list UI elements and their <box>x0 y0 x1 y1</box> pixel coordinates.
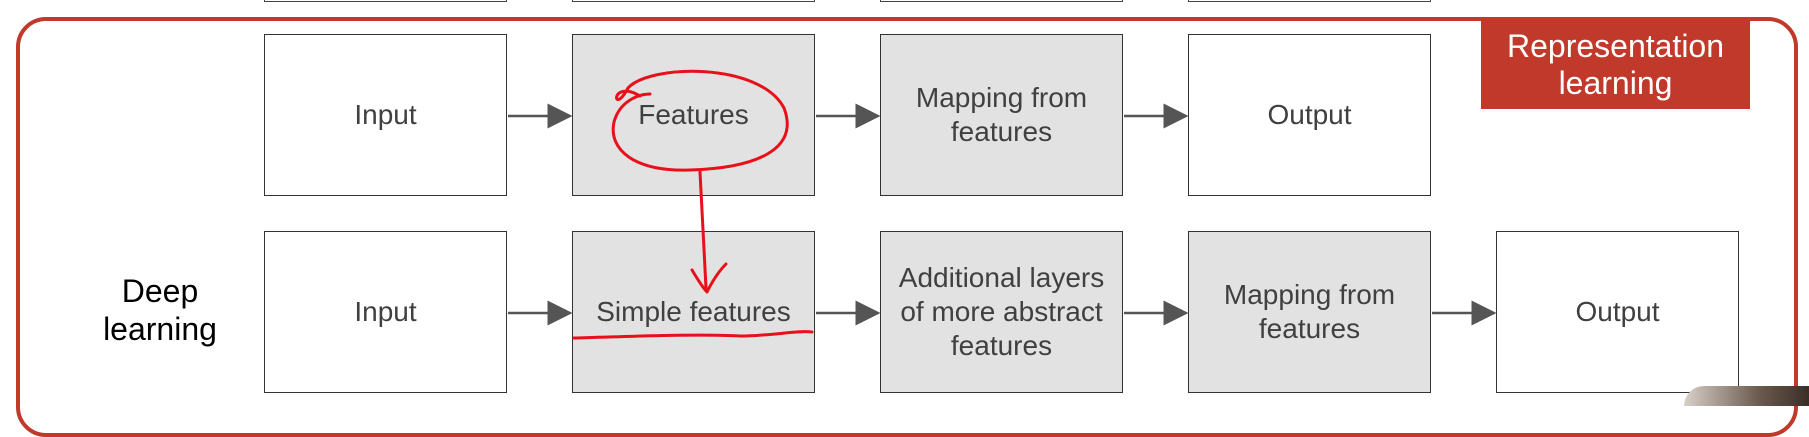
diagram-overlay <box>508 69 1497 340</box>
row1-mapping-label: Mapping from features <box>915 82 1088 147</box>
representation-learning-badge: Representation learning <box>1481 20 1750 109</box>
previous-row-box-3 <box>880 0 1123 2</box>
row1-input-label: Input <box>354 99 417 130</box>
row2-output-box: Output <box>1496 231 1739 393</box>
row2-additional-layers-label: Additional layers of more abstract featu… <box>898 262 1105 361</box>
annotation-arrow-down <box>690 170 728 294</box>
row2-simple-features-label: Simple features <box>596 296 791 327</box>
previous-row-box-2 <box>572 0 815 2</box>
badge-text: Representation learning <box>1506 27 1725 101</box>
row2-additional-layers-box: Additional layers of more abstract featu… <box>880 231 1123 393</box>
row1-input-box: Input <box>264 34 507 196</box>
row2-input-label: Input <box>354 296 417 327</box>
row1-mapping-box: Mapping from features <box>880 34 1123 196</box>
deep-learning-label: Deep learning <box>103 273 217 347</box>
row2-mapping-box: Mapping from features <box>1188 231 1431 393</box>
row2-input-box: Input <box>264 231 507 393</box>
row1-features-label: Features <box>638 99 749 130</box>
previous-row-box-4 <box>1188 0 1431 2</box>
annotation-underline-simple-features <box>572 330 814 340</box>
webcam-overlay-image <box>1684 386 1809 406</box>
row2-output-label: Output <box>1575 296 1660 327</box>
row2-simple-features-box: Simple features <box>572 231 815 393</box>
previous-row-box-1 <box>264 0 507 2</box>
annotation-circle-features <box>611 69 789 172</box>
row1-output-box: Output <box>1188 34 1431 196</box>
row1-output-label: Output <box>1267 99 1352 130</box>
row2-mapping-label: Mapping from features <box>1223 279 1396 344</box>
